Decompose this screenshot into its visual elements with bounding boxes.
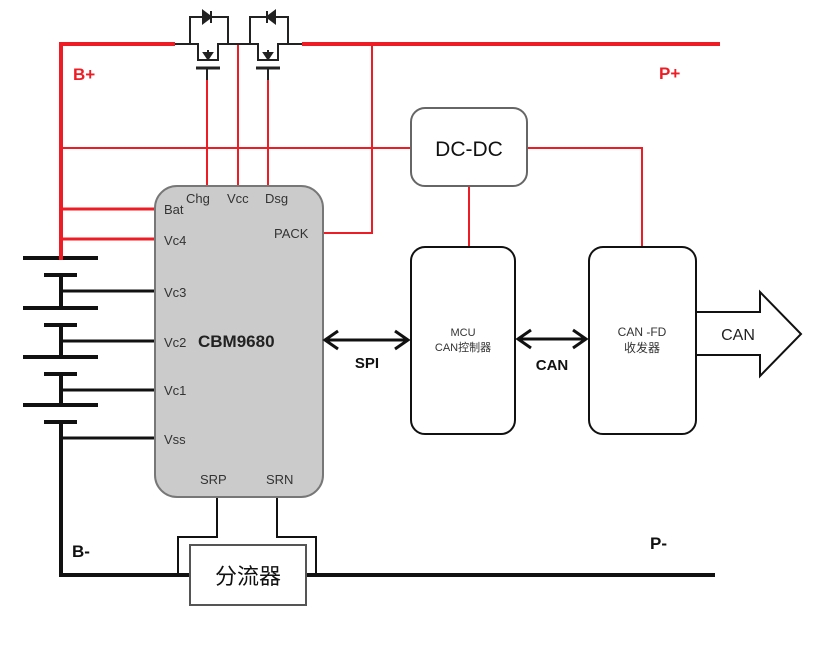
pin-srp: SRP <box>200 472 227 487</box>
b-plus-label: B+ <box>73 65 95 84</box>
pin-dsg: Dsg <box>265 191 288 206</box>
shunt-block <box>189 544 307 606</box>
mcu-sublabel: CAN控制器 <box>435 340 491 354</box>
ic-name: CBM9680 <box>198 332 275 351</box>
discharge-mosfet <box>238 9 302 80</box>
dcdc-label: DC-DC <box>435 138 503 161</box>
transceiver-label: CAN -FD <box>618 325 667 339</box>
diode-icon <box>202 9 213 25</box>
transceiver-sublabel: 收发器 <box>624 340 660 355</box>
can-output-arrow-icon <box>695 289 803 379</box>
cbm9680-ic <box>154 185 324 498</box>
pack-wire <box>323 44 373 234</box>
can-arrow <box>515 328 589 350</box>
dcdc-block <box>410 107 528 187</box>
mcu-label: MCU <box>450 327 475 339</box>
pin-srn: SRN <box>266 472 293 487</box>
spi-arrow <box>322 329 411 351</box>
spi-label: SPI <box>355 355 379 372</box>
power-wires <box>59 42 720 253</box>
p-plus-label: P+ <box>659 64 680 83</box>
mcu-block <box>410 246 516 435</box>
shunt-label: 分流器 <box>215 564 281 589</box>
b-minus-rail <box>59 422 190 577</box>
pin-vss: Vss <box>164 432 186 447</box>
can-label: CAN <box>536 357 569 374</box>
p-minus-label: P- <box>650 534 667 553</box>
pin-bat: Bat <box>164 202 184 217</box>
pin-pack: PACK <box>274 226 309 241</box>
can-output-label: CAN <box>721 327 755 344</box>
pin-vc2: Vc2 <box>164 335 186 350</box>
diode-icon <box>265 9 276 25</box>
pin-chg: Chg <box>186 191 210 206</box>
battery-stack <box>23 256 715 577</box>
pin-vcc: Vcc <box>227 191 249 206</box>
b-plus-rail <box>59 42 175 253</box>
dcdc-to-transceiver-wire <box>527 147 643 247</box>
charge-mosfet <box>175 9 238 80</box>
pin-vc1: Vc1 <box>164 383 186 398</box>
pin-vc3: Vc3 <box>164 285 186 300</box>
b-minus-label: B- <box>72 542 90 561</box>
pin-vc4: Vc4 <box>164 233 186 248</box>
